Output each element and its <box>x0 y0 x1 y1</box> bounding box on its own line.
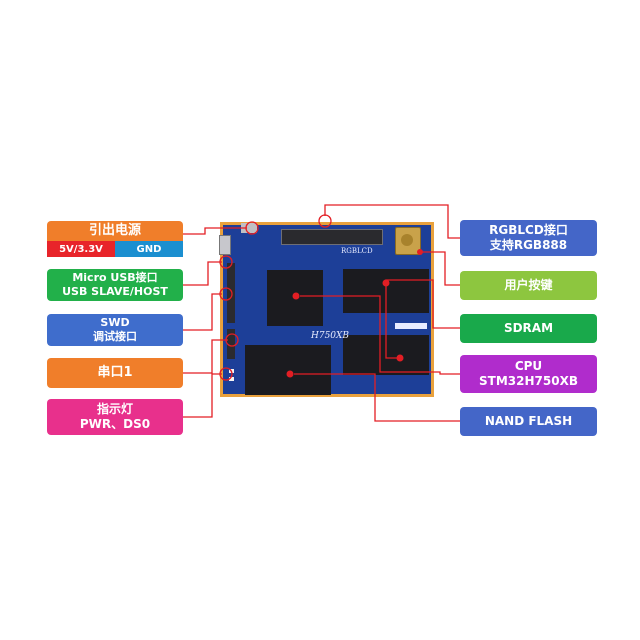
swd-leader <box>183 293 222 331</box>
sdram-target-dot-top <box>382 279 390 287</box>
power-pins-pad <box>241 223 257 233</box>
nand-flash-label: NAND FLASH <box>460 407 597 436</box>
cpu-label: CPU STM32H750XB <box>460 355 597 393</box>
nand-flash-chip <box>245 345 331 395</box>
rgblcd-target-circle <box>318 214 332 228</box>
micro-usb-label: Micro USB接口 USB SLAVE/HOST <box>47 269 183 301</box>
nand-leader <box>294 373 460 422</box>
rgblcd-label: RGBLCD接口 支持RGB888 <box>460 220 597 256</box>
cpu-target-dot <box>292 292 300 300</box>
rgblcd-line1: RGBLCD接口 <box>489 223 568 237</box>
rgblcd-line2: 支持RGB888 <box>489 238 568 252</box>
uart-header <box>227 329 235 359</box>
cpu-leader <box>300 295 460 375</box>
sdram-target-dot-bottom <box>396 354 404 362</box>
cpu-line2: STM32H750XB <box>479 374 578 388</box>
user-key-target-dot <box>417 249 423 255</box>
silk-rgblcd: RGBLCD <box>341 247 373 255</box>
micro-usb-line1: Micro USB接口 <box>72 271 158 285</box>
led-leader <box>183 373 222 418</box>
swd-line1: SWD <box>100 316 130 330</box>
micro-usb-line2: USB SLAVE/HOST <box>62 285 168 298</box>
swd-label: SWD 调试接口 <box>47 314 183 346</box>
sdram-leader <box>385 279 460 359</box>
uart-leader <box>183 339 228 374</box>
usb-leader <box>183 261 222 286</box>
led-label: 指示灯 PWR、DS0 <box>47 399 183 435</box>
uart-label: 串口1 <box>47 358 183 388</box>
power-pins: 5V/3.3V GND <box>47 241 183 257</box>
power-label-title: 引出电源 <box>88 223 141 238</box>
nand-target-dot <box>286 370 294 378</box>
silk-arrow <box>395 323 427 329</box>
power-gnd-tag: GND <box>115 241 183 257</box>
led-line1: 指示灯 <box>96 402 133 416</box>
led-ds0 <box>229 377 234 381</box>
cpu-line1: CPU <box>514 359 543 373</box>
user-key-label: 用户按键 <box>460 271 597 300</box>
nand-flash-text: NAND FLASH <box>484 414 573 428</box>
user-key-text: 用户按键 <box>504 278 553 292</box>
sdram-text: SDRAM <box>503 321 554 335</box>
pcb-board: RGBLCD H750XB <box>219 222 434 397</box>
uart-target-circle <box>225 333 239 347</box>
uart-text: 串口1 <box>97 364 133 380</box>
usb-target-circle <box>219 255 233 269</box>
power-5v-tag: 5V/3.3V <box>47 241 115 257</box>
rgblcd-leader <box>324 204 460 239</box>
power-target-circle <box>245 221 259 235</box>
micro-usb-connector <box>219 235 231 255</box>
rgblcd-connector <box>281 229 383 245</box>
power-leader <box>183 227 247 235</box>
led-line2: PWR、DS0 <box>79 417 151 431</box>
led-target-circle <box>219 367 233 381</box>
user-key-leader <box>420 251 460 286</box>
sdram-label: SDRAM <box>460 314 597 343</box>
swd-target-circle <box>219 287 233 301</box>
swd-line2: 调试接口 <box>93 330 137 343</box>
silk-model: H750XB <box>311 331 350 341</box>
user-key-cap <box>401 234 413 246</box>
swd-header <box>227 263 235 323</box>
